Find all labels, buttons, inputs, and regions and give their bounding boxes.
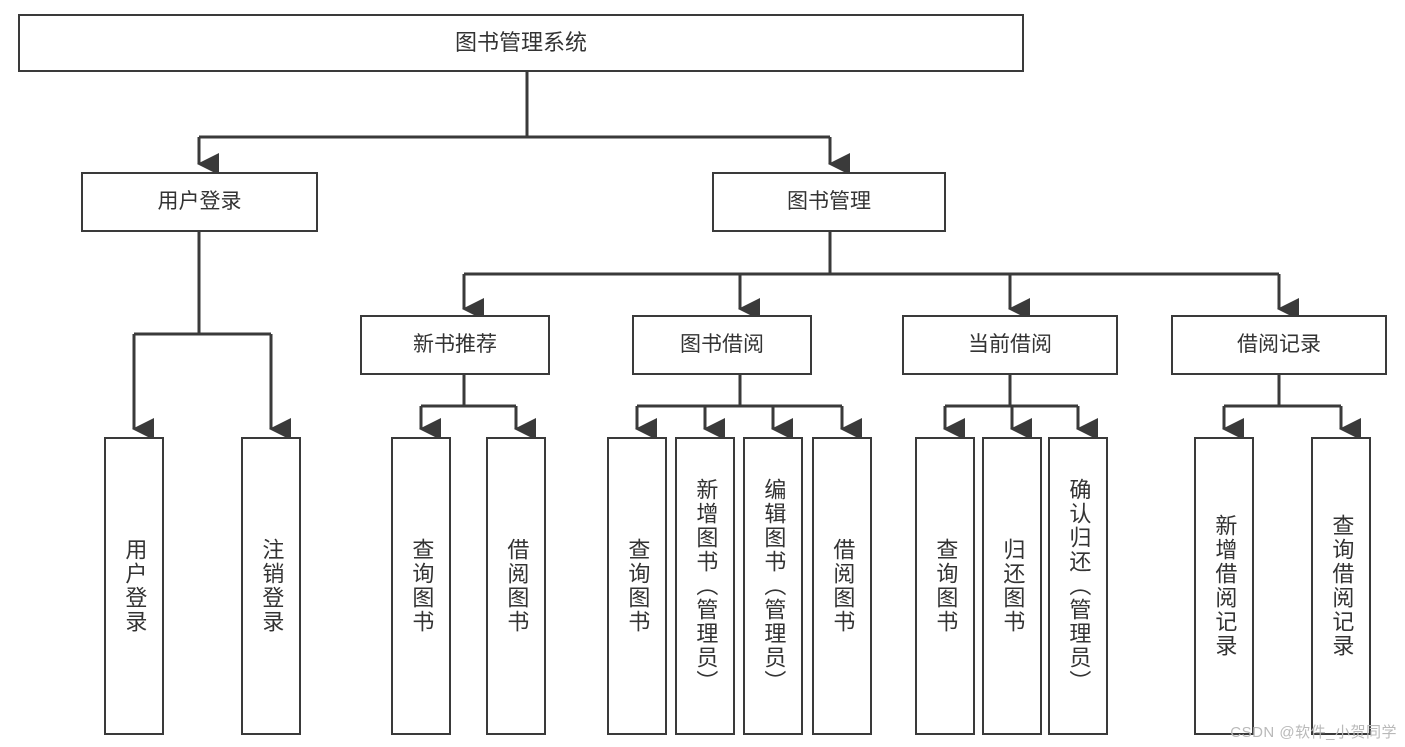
leaf-borrow-add-book-label: 新增图书（管理员）: [693, 478, 719, 694]
leaf-current-return-book[interactable]: 归还图书: [982, 437, 1042, 735]
leaf-current-confirm-return[interactable]: 确认归还（管理员）: [1048, 437, 1108, 735]
leaf-borrow-query-book-label: 查询图书: [625, 538, 651, 634]
leaf-record-query-record[interactable]: 查询借阅记录: [1311, 437, 1371, 735]
node-user-login-label: 用户登录: [157, 190, 242, 214]
leaf-current-return-book-label: 归还图书: [1000, 538, 1026, 634]
node-book-management-label: 图书管理: [787, 190, 871, 214]
leaf-recommend-borrow-book-label: 借阅图书: [504, 538, 530, 634]
leaf-borrow-borrow-book-label: 借阅图书: [830, 538, 856, 634]
leaf-borrow-query-book[interactable]: 查询图书: [607, 437, 667, 735]
node-root[interactable]: 图书管理系统: [18, 14, 1024, 72]
node-new-book-recommend-label: 新书推荐: [413, 333, 497, 357]
node-root-label: 图书管理系统: [454, 29, 587, 55]
leaf-current-confirm-return-label: 确认归还（管理员）: [1066, 478, 1092, 694]
leaf-borrow-edit-book-label: 编辑图书（管理员）: [761, 478, 787, 694]
leaf-borrow-edit-book[interactable]: 编辑图书（管理员）: [743, 437, 803, 735]
watermark: CSDN @软件_小贺同学: [1230, 724, 1397, 741]
leaf-user-login-login-label: 用户登录: [122, 538, 148, 634]
node-current-borrow[interactable]: 当前借阅: [902, 315, 1118, 375]
node-user-login[interactable]: 用户登录: [81, 172, 318, 232]
leaf-current-query-book-label: 查询图书: [933, 538, 959, 634]
leaf-borrow-borrow-book[interactable]: 借阅图书: [812, 437, 872, 735]
leaf-current-query-book[interactable]: 查询图书: [915, 437, 975, 735]
leaf-user-login-logout[interactable]: 注销登录: [241, 437, 301, 735]
leaf-recommend-query-book-label: 查询图书: [409, 538, 435, 634]
node-borrow-record[interactable]: 借阅记录: [1171, 315, 1387, 375]
node-book-borrow[interactable]: 图书借阅: [632, 315, 812, 375]
leaf-user-login-login[interactable]: 用户登录: [104, 437, 164, 735]
node-book-management[interactable]: 图书管理: [712, 172, 946, 232]
node-book-borrow-label: 图书借阅: [680, 333, 764, 357]
leaf-recommend-borrow-book[interactable]: 借阅图书: [486, 437, 546, 735]
leaf-recommend-query-book[interactable]: 查询图书: [391, 437, 451, 735]
node-new-book-recommend[interactable]: 新书推荐: [360, 315, 550, 375]
leaf-user-login-logout-label: 注销登录: [259, 538, 285, 634]
leaf-record-add-record-label: 新增借阅记录: [1212, 514, 1238, 658]
leaf-record-add-record[interactable]: 新增借阅记录: [1194, 437, 1254, 735]
node-current-borrow-label: 当前借阅: [968, 333, 1052, 357]
leaf-record-query-record-label: 查询借阅记录: [1329, 514, 1355, 658]
node-borrow-record-label: 借阅记录: [1237, 333, 1321, 357]
leaf-borrow-add-book[interactable]: 新增图书（管理员）: [675, 437, 735, 735]
